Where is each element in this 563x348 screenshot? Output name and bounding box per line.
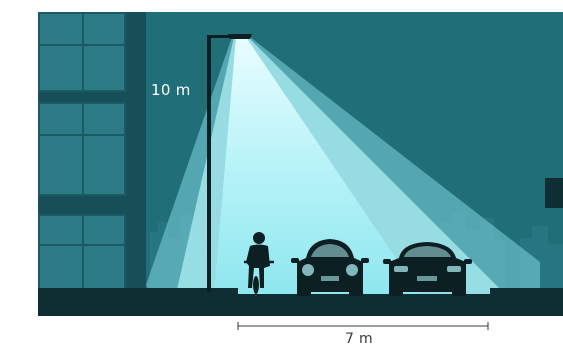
building-edge [126, 12, 146, 294]
road-width-label: 7 m [345, 331, 373, 347]
pole-height-label: 10 m [151, 81, 191, 99]
signboard [545, 178, 563, 208]
building-windows [40, 14, 124, 290]
width-dimension-line [238, 322, 488, 330]
sidewalk-right [490, 288, 563, 298]
